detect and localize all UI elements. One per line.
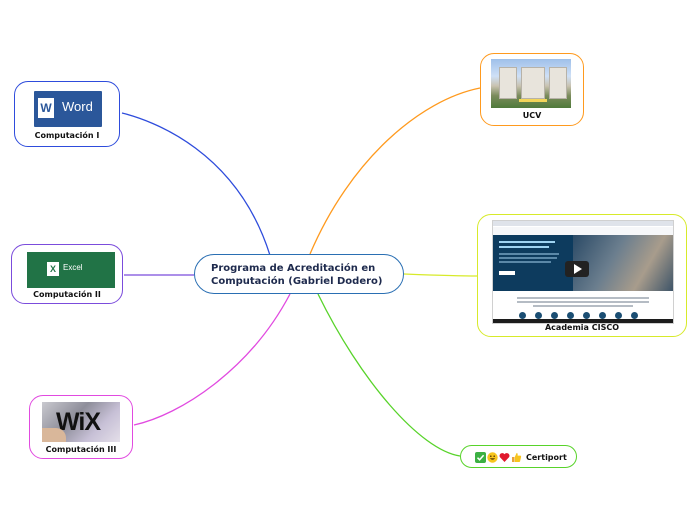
site-navbar [493, 227, 673, 235]
connector-cisco [403, 273, 478, 277]
course-icon [535, 312, 542, 319]
thumbs-up-icon [512, 452, 522, 462]
hero-text-line [499, 257, 557, 259]
course-icon [599, 312, 606, 319]
central-topic-title: Programa de Acreditación en Computación … [211, 263, 383, 287]
building-shape [499, 67, 517, 99]
hero-text-line [499, 241, 555, 243]
play-icon [565, 261, 589, 277]
ucv-campus-image [491, 59, 571, 108]
node-computacion-ii-label: Computación II [33, 290, 101, 299]
course-icon [519, 312, 526, 319]
hero-text-line [499, 261, 551, 263]
excel-logo-text: Excel [63, 263, 83, 272]
course-icon [551, 312, 558, 319]
excel-badge: X [47, 262, 59, 276]
connector-wix [133, 293, 291, 426]
word-logo-icon: W Word [34, 91, 102, 127]
hero-text-line [499, 246, 549, 248]
course-icon [567, 312, 574, 319]
campus-stripe [519, 99, 547, 102]
word-badge: W [38, 98, 54, 118]
node-computacion-iii[interactable]: WiX Computación III [29, 395, 133, 459]
hero-button [499, 271, 515, 275]
text-line [517, 301, 649, 303]
central-topic[interactable]: Programa de Acreditación en Computación … [194, 254, 404, 294]
check-mark-icon [475, 451, 486, 463]
building-shape [521, 67, 545, 99]
hero-text-line [499, 253, 559, 255]
cisco-website-screenshot [492, 220, 674, 324]
node-ucv-label: UCV [522, 111, 542, 120]
course-icon [631, 312, 638, 319]
connector-ucv [309, 87, 481, 255]
wix-image: WiX [42, 402, 120, 442]
hero-photo [573, 235, 673, 291]
browser-bar [493, 221, 673, 226]
connector-certiport [317, 293, 461, 457]
taskbar [493, 319, 673, 323]
course-icon [583, 312, 590, 319]
node-academia-cisco[interactable]: Academia CISCO [477, 214, 687, 337]
node-academia-cisco-label: Academia CISCO [544, 323, 620, 332]
node-certiport-label: Certiport [526, 452, 567, 462]
building-shape [549, 67, 567, 99]
node-certiport[interactable]: Certiport [460, 445, 577, 468]
course-icon [615, 312, 622, 319]
node-computacion-ii[interactable]: X Excel Computación II [11, 244, 123, 304]
hand-shape [42, 428, 66, 442]
connector-word [121, 112, 273, 263]
node-computacion-i-label: Computación I [34, 131, 100, 140]
red-heart-icon [499, 452, 510, 462]
node-computacion-iii-label: Computación III [45, 445, 117, 454]
grinning-face-icon [487, 451, 498, 463]
node-computacion-i[interactable]: W Word Computación I [14, 81, 120, 147]
text-line [533, 305, 633, 307]
text-line [517, 297, 649, 299]
excel-logo-icon: X Excel [27, 252, 115, 288]
node-ucv[interactable]: UCV [480, 53, 584, 126]
word-logo-text: Word [62, 99, 93, 114]
